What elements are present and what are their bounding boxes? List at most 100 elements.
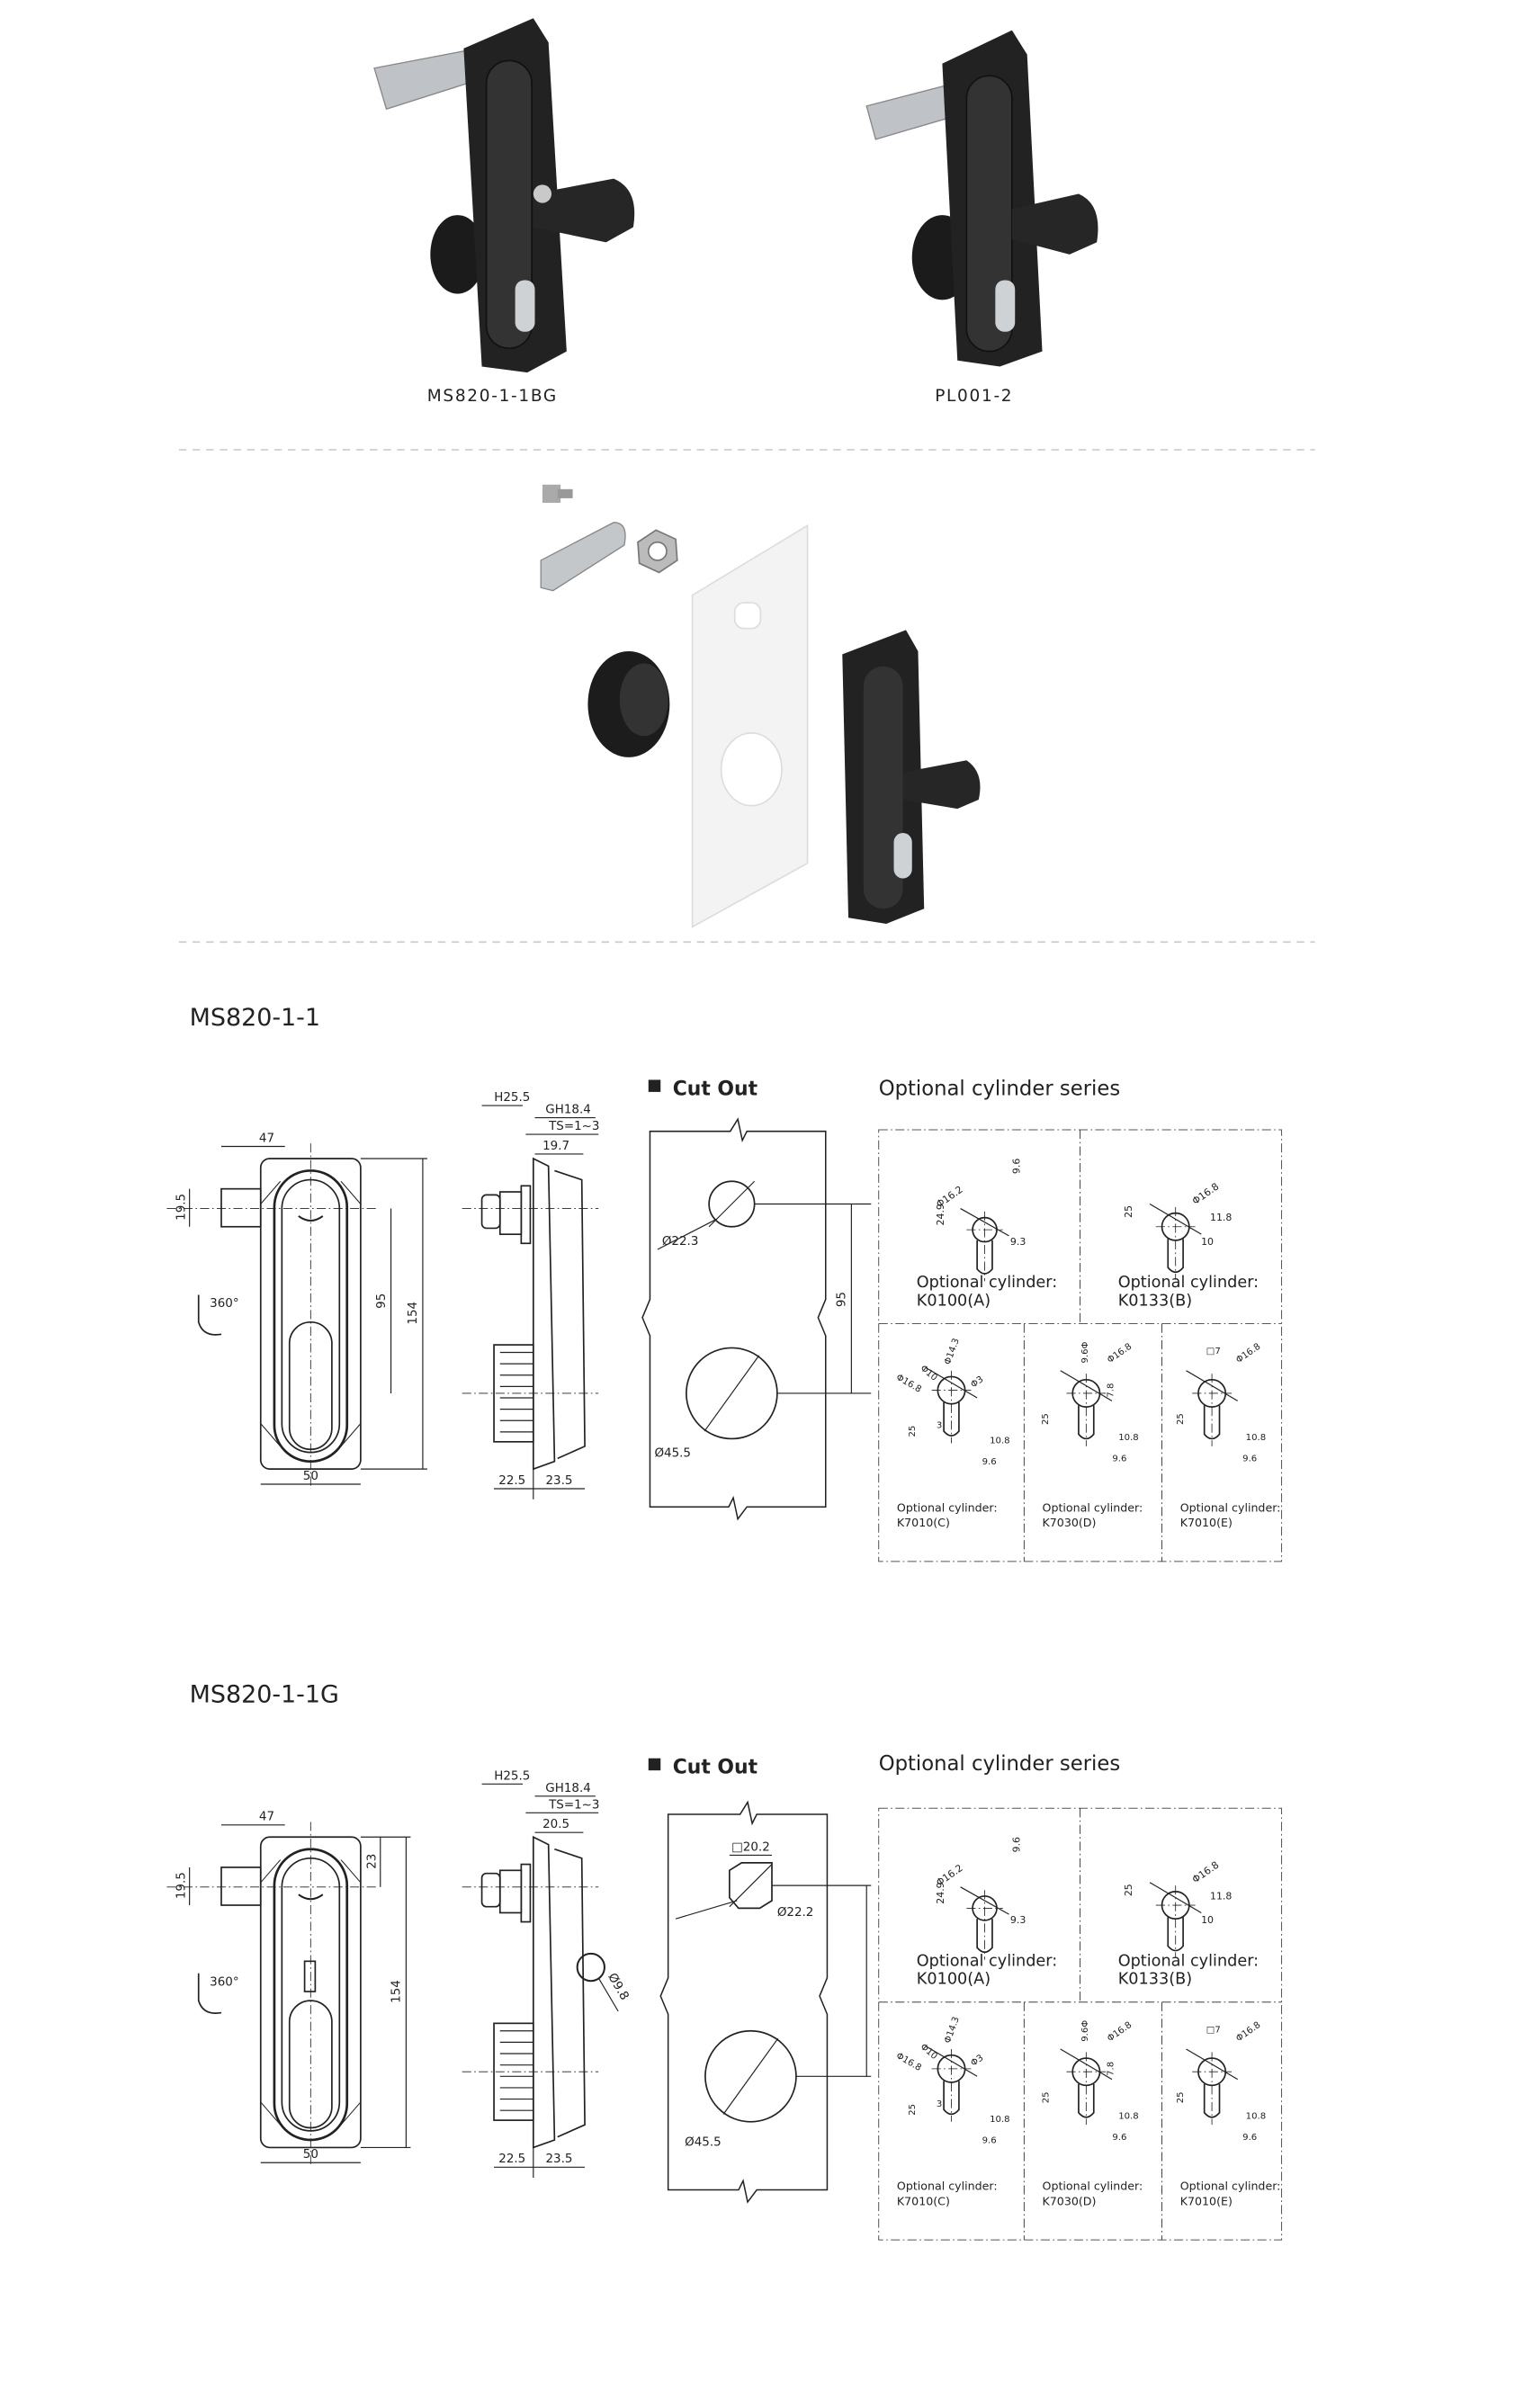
key-cylinder [515,280,535,332]
rotate-arrow-icon [197,1294,222,1336]
dimension-top-offset: 23 [366,1854,380,1869]
cylinder-model: K7010(E) [1180,2194,1233,2207]
product-pl001-2 [865,30,1098,367]
cylinder-dimension: Φ10 [919,1364,939,1383]
cylinder-dimension: 9.6 [1242,2133,1257,2143]
cam-side [480,1194,501,1230]
cylinder-caption: Optional cylinder: [1118,1952,1259,1970]
cutout-heading: Cut Out [673,1757,758,1779]
body-side [532,1835,556,2149]
dimension-gh: GH18.4 [545,1103,591,1116]
body-side [532,1157,556,1471]
cylinder-dimension: 9.6 [982,2135,997,2145]
cylinder-dimension: 11.8 [1210,1212,1232,1223]
cylinder-dimension: 7.8 [1107,1383,1116,1398]
cylinder-body [943,2081,960,2116]
product-label: MS820-1-1BG [427,387,558,406]
dimension-top: 19.7 [542,1140,569,1153]
dimension-small-hole: Ø22.2 [777,1906,814,1920]
dimension-line [1186,1370,1239,1401]
cam-bracket [540,522,626,592]
dimension-height: 154 [407,1302,420,1325]
dimension-width-bottom: 50 [303,2148,318,2162]
dimension-line [1149,1203,1202,1235]
cylinder-dimension: 3 [937,1421,942,1431]
cylinder-dimension: 10.8 [990,2115,1009,2125]
dimension-line [722,2037,779,2115]
cylinder-caption: Optional cylinder: [1180,2180,1281,2193]
cylinder-caption: Optional cylinder: [1043,2180,1143,2193]
dimension-line [1060,1370,1113,1401]
knob-face [619,663,668,737]
dimension-center-distance: 95 [375,1294,389,1309]
handle-side [554,1169,586,1460]
dimension-line [1060,2048,1113,2081]
dimension-line [1149,1882,1202,1913]
cylinder-dimension: 25 [908,2104,918,2116]
cylinder-body [1167,1917,1184,1952]
cylinder-dimension: 25 [1176,1413,1186,1425]
dimension-line [704,1355,760,1432]
cylinder-dimension: Φ10 [919,2042,939,2062]
cylinder-dimension: 10 [1201,1914,1214,1926]
cylinder-model: K7010(C) [897,2194,950,2207]
cylinder-dimension: Φ16.8 [894,1373,923,1395]
rotation-mark-icon [298,1893,324,1901]
cylinder-caption: Optional cylinder: [897,1500,998,1514]
cam [220,1866,262,1906]
dimension-line [925,2045,978,2077]
cam-side [480,1872,501,1908]
dimension-hole-distance: 95 [836,1292,849,1307]
cam [220,1187,262,1228]
dimension-line [657,1218,717,1250]
cylinder-dimension: Φ16.8 [1106,1342,1134,1365]
cylinder-model: K0133(B) [1118,1971,1192,1989]
panel-hole-large [720,732,783,807]
cylinder-dimension: 10.8 [1118,2111,1138,2121]
key-slot [303,1960,317,1992]
cylinder-dimension: 9.3 [1010,1236,1026,1248]
dimension-line [960,1208,1009,1237]
dimension-ts: TS=1~3 [548,1120,599,1133]
cylinder-body [1203,1405,1221,1440]
product-ms820-1-1bg [373,18,635,373]
cylinder-series-heading: Optional cylinder series [879,1752,1120,1776]
cylinder-model: K7030(D) [1043,2194,1097,2207]
thread-side [498,1191,523,1236]
rotation-mark-icon [298,1215,324,1222]
cylinder-dimension: □7 [1206,2025,1221,2035]
section-title: MS820-1-1 [190,1004,320,1032]
cylinder-dimension: Φ16.8 [1234,1342,1262,1365]
cylinder-dimension: Φ16.8 [1234,2020,1262,2044]
screw-shaft [557,488,573,498]
cylinder-dimension: 9.6 [1242,1455,1257,1464]
cylinder-body [1167,1239,1184,1274]
lever [1011,193,1098,255]
cylinder-dimension: 24.9 [935,1882,946,1903]
dimension-width-top: 47 [259,1132,274,1145]
cylinder-dimension: 9.6 [1112,2133,1126,2143]
nut-hole [647,541,668,561]
cylinder-dimension: Φ3 [969,2053,985,2068]
dimension-cam: 19.5 [175,1872,189,1899]
product-label: PL001-2 [935,387,1013,406]
cylinder-dimension: 9.6Φ [1080,2020,1090,2042]
bullet-square-icon [648,1758,661,1771]
panel [691,524,809,928]
thread-side [498,1869,523,1914]
cylinder-dimension: □7 [1206,1347,1221,1356]
cylinder-dimension: 25 [1041,2091,1051,2103]
dimension-line [708,1180,756,1228]
cylinder-dimension: Φ16.8 [1190,1859,1221,1886]
